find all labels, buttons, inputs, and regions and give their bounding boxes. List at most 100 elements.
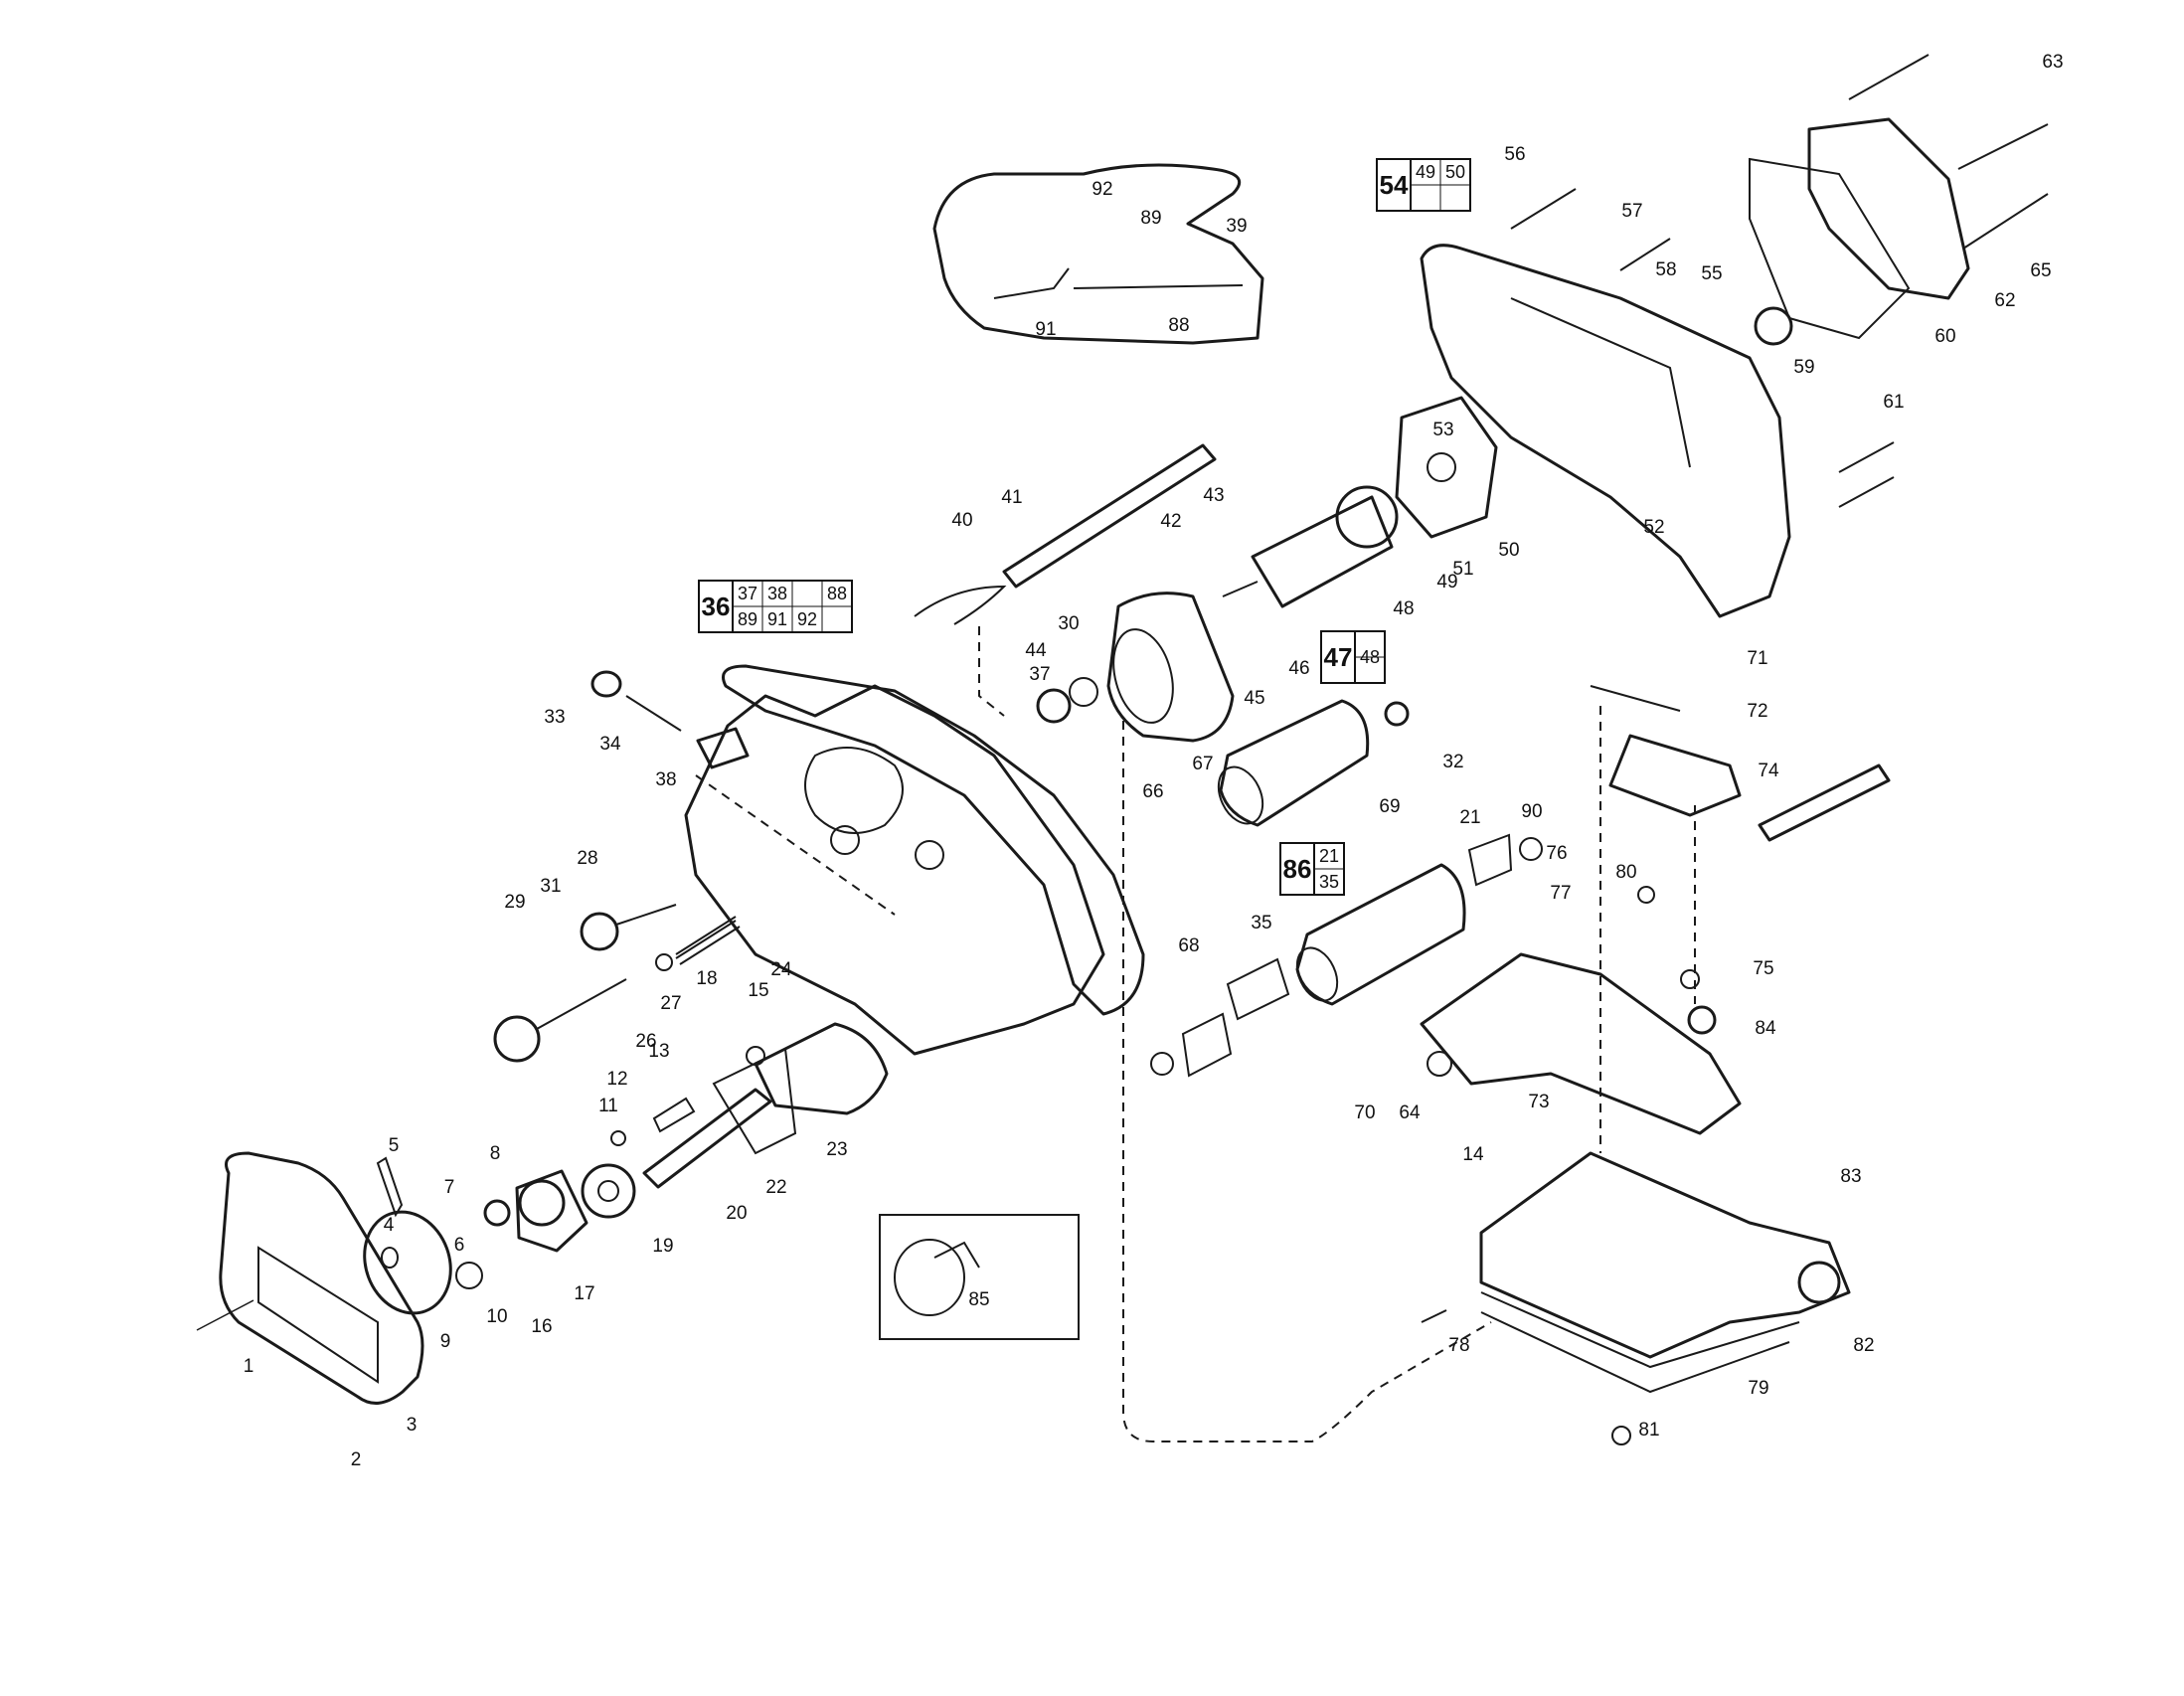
callout-6: 6 [454, 1235, 465, 1256]
callout-91: 91 [1035, 319, 1056, 340]
callout-76: 76 [1546, 843, 1567, 864]
callout-79: 79 [1748, 1378, 1768, 1399]
callout-74: 74 [1758, 761, 1779, 781]
callout-40: 40 [951, 510, 972, 531]
callout-19: 19 [652, 1236, 673, 1257]
callout-39: 39 [1226, 216, 1247, 237]
kit-box-item: 49 [1416, 162, 1435, 182]
callout-75: 75 [1753, 958, 1773, 979]
callout-23: 23 [826, 1139, 847, 1160]
callout-7: 7 [444, 1177, 455, 1198]
callout-42: 42 [1160, 511, 1181, 532]
kit-box-item: 91 [767, 609, 787, 629]
kit-box-main-number: 36 [702, 592, 731, 621]
callout-10: 10 [486, 1306, 507, 1327]
callout-92: 92 [1092, 179, 1112, 200]
callout-67: 67 [1192, 754, 1213, 774]
callout-57: 57 [1621, 201, 1642, 222]
callout-27: 27 [660, 993, 681, 1014]
callout-58: 58 [1655, 259, 1676, 280]
callout-84: 84 [1755, 1018, 1776, 1039]
callout-68: 68 [1178, 935, 1199, 956]
callout-81: 81 [1638, 1420, 1659, 1441]
callout-4: 4 [384, 1215, 395, 1236]
callout-33: 33 [544, 707, 565, 728]
callout-70: 70 [1354, 1102, 1375, 1123]
kit-box-frame [1320, 630, 1386, 684]
callout-9: 9 [440, 1331, 451, 1352]
callout-8: 8 [490, 1143, 501, 1164]
callout-64: 64 [1399, 1102, 1421, 1123]
callout-63: 63 [2042, 52, 2063, 73]
callout-59: 59 [1793, 357, 1814, 378]
part-drawings [196, 54, 2049, 1445]
callout-labels: 1234567891011121314151617181920212223242… [244, 52, 2064, 1470]
kit-box-item: 50 [1445, 162, 1465, 182]
kit-box-item: 89 [738, 609, 757, 629]
callout-56: 56 [1504, 144, 1525, 165]
callout-66: 66 [1142, 781, 1163, 802]
callout-46: 46 [1288, 658, 1309, 679]
callout-52: 52 [1643, 517, 1664, 538]
callout-24: 24 [770, 959, 792, 980]
callout-31: 31 [540, 876, 561, 897]
callout-5: 5 [389, 1135, 400, 1156]
callout-43: 43 [1203, 485, 1224, 506]
callout-49: 49 [1436, 572, 1457, 593]
callout-13: 13 [648, 1041, 669, 1062]
callout-16: 16 [531, 1316, 552, 1337]
kit-box-main-number: 86 [1283, 854, 1312, 884]
callout-65: 65 [2030, 260, 2051, 281]
callout-45: 45 [1244, 688, 1264, 709]
callout-22: 22 [765, 1177, 786, 1198]
kit-box-item: 21 [1319, 846, 1339, 866]
callout-53: 53 [1432, 420, 1453, 440]
kit-box-item: 38 [767, 584, 787, 603]
callout-44: 44 [1025, 640, 1047, 661]
callout-14: 14 [1462, 1144, 1484, 1165]
kit-box-item: 37 [738, 584, 757, 603]
callout-80: 80 [1615, 862, 1636, 883]
callout-21: 21 [1459, 807, 1480, 828]
callout-26: 26 [635, 1031, 656, 1052]
callout-17: 17 [574, 1283, 594, 1304]
kit-box-54: 54 49 50 [1376, 158, 1471, 212]
callout-50: 50 [1498, 540, 1519, 561]
callout-35: 35 [1251, 913, 1271, 933]
callout-72: 72 [1747, 701, 1767, 722]
callout-60: 60 [1934, 326, 1955, 347]
callout-48: 48 [1393, 598, 1414, 619]
callout-77: 77 [1550, 883, 1571, 904]
callout-55: 55 [1701, 263, 1722, 284]
callout-51: 51 [1452, 559, 1473, 580]
callout-85: 85 [968, 1289, 989, 1310]
callout-41: 41 [1001, 487, 1022, 508]
callout-20: 20 [726, 1203, 747, 1224]
kit-box-main-number: 47 [1324, 642, 1353, 672]
callout-88: 88 [1168, 315, 1189, 336]
callout-12: 12 [606, 1069, 627, 1090]
callout-28: 28 [577, 848, 597, 869]
callout-62: 62 [1994, 290, 2015, 311]
callout-37: 37 [1029, 664, 1050, 685]
callout-89: 89 [1140, 208, 1161, 229]
callout-61: 61 [1883, 392, 1904, 413]
kit-box-item: 92 [797, 609, 817, 629]
callout-82: 82 [1853, 1335, 1874, 1356]
callout-32: 32 [1442, 752, 1463, 772]
callout-69: 69 [1379, 796, 1400, 817]
callout-71: 71 [1747, 648, 1767, 669]
callout-18: 18 [696, 968, 717, 989]
callout-1: 1 [244, 1356, 254, 1377]
callout-34: 34 [599, 734, 621, 755]
callout-38: 38 [655, 769, 676, 790]
callout-2: 2 [351, 1449, 362, 1470]
kit-box-main-number: 54 [1380, 170, 1409, 200]
callout-83: 83 [1840, 1166, 1861, 1187]
callout-3: 3 [407, 1415, 418, 1436]
